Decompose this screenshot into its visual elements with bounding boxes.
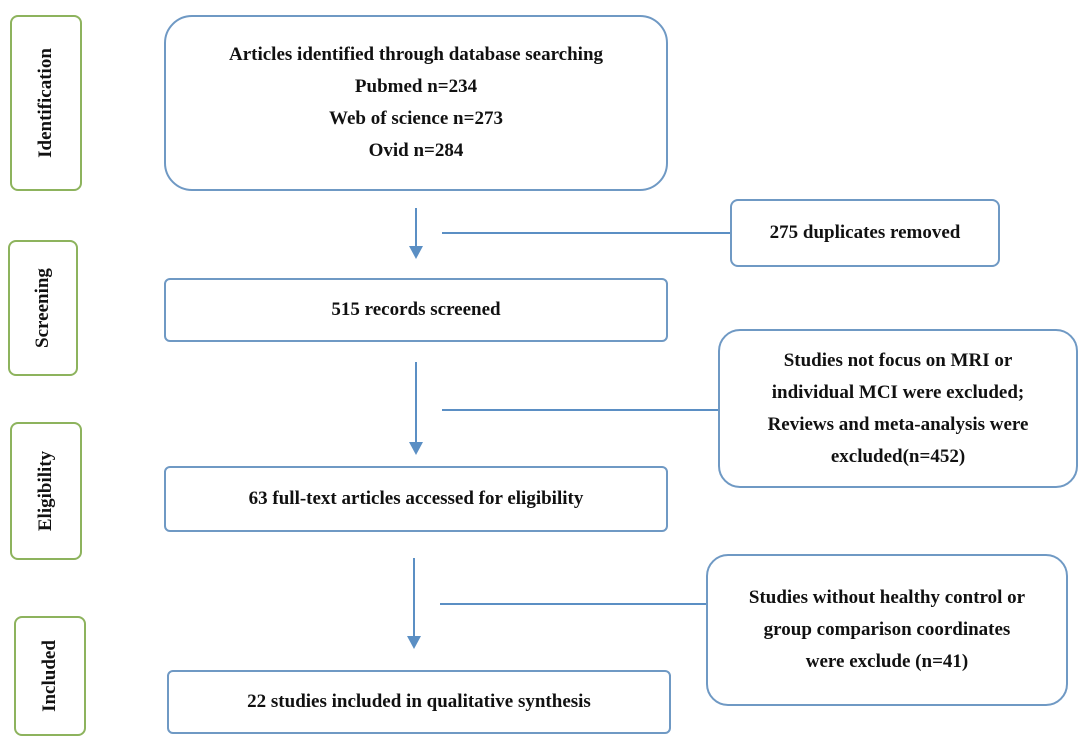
excluded-screening-line-1: Studies not focus on MRI or bbox=[783, 349, 1013, 371]
eligibility-box: 63 full-text articles accessed for eligi… bbox=[164, 466, 668, 532]
screened-box: 515 records screened bbox=[164, 278, 668, 342]
arrow-3-head bbox=[407, 636, 421, 649]
excluded-eligibility-line-3: were exclude (n=41) bbox=[805, 651, 969, 672]
stage-screening: Screening bbox=[8, 240, 78, 376]
arrow-2-head bbox=[409, 442, 423, 455]
included-line-1: 22 studies included in qualitative synth… bbox=[247, 691, 591, 712]
stage-eligibility: Eligibility bbox=[10, 422, 82, 560]
arrow-1-head bbox=[409, 246, 423, 259]
screened-line-1: 515 records screened bbox=[331, 299, 501, 320]
stage-included: Included bbox=[14, 616, 86, 736]
duplicates-box: 275 duplicates removed bbox=[730, 199, 1000, 267]
stage-identification: Identification bbox=[10, 15, 82, 191]
excluded-eligibility-line-1: Studies without healthy control or bbox=[748, 587, 1026, 608]
duplicates-line-1: 275 duplicates removed bbox=[769, 222, 961, 243]
eligibility-line-1: 63 full-text articles accessed for eligi… bbox=[248, 488, 584, 509]
identification-line-3: Web of science n=273 bbox=[329, 108, 503, 129]
identification-line-1: Articles identified through database sea… bbox=[228, 44, 604, 65]
identification-box: Articles identified through database sea… bbox=[164, 15, 668, 191]
excluded-screening-line-4: excluded(n=452) bbox=[830, 445, 966, 467]
excluded-screening-line-2: individual MCI were excluded; bbox=[771, 381, 1025, 403]
excluded-screening-line-3: Reviews and meta-analysis were bbox=[767, 413, 1029, 435]
included-box: 22 studies included in qualitative synth… bbox=[167, 670, 671, 734]
excluded-eligibility-box: Studies without healthy control or group… bbox=[706, 554, 1068, 706]
excluded-screening-box: Studies not focus on MRI or individual M… bbox=[718, 329, 1078, 488]
excluded-eligibility-line-2: group comparison coordinates bbox=[763, 619, 1011, 640]
identification-line-2: Pubmed n=234 bbox=[354, 76, 478, 97]
identification-line-4: Ovid n=284 bbox=[368, 140, 464, 161]
